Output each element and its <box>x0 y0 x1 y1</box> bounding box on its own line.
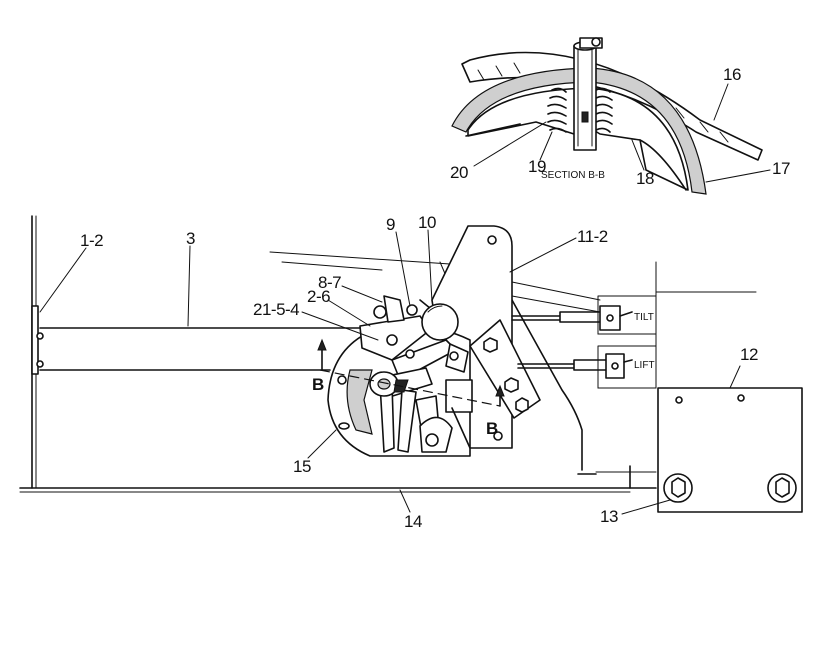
section-marker-left: B <box>312 375 324 394</box>
linkage <box>359 295 473 453</box>
tilt-tag: TILT <box>634 312 654 323</box>
callout-15: 15 <box>293 457 311 476</box>
section-cut-line: B B <box>312 338 505 438</box>
section-outer-arc <box>451 67 707 195</box>
callout-16: 16 <box>723 65 741 84</box>
callout-9: 9 <box>386 215 395 234</box>
section-title: SECTION B-B <box>541 170 605 181</box>
control-knob <box>419 299 459 341</box>
callout-2-6: 2-6 <box>307 287 330 306</box>
hydraulic-tank <box>657 387 803 513</box>
callout-11-2: 11-2 <box>577 227 608 246</box>
control-tube <box>31 305 363 375</box>
callout-21-5-4: 21-5-4 <box>253 300 299 319</box>
lift-tag: LIFT <box>634 360 655 371</box>
callout-18: 18 <box>636 169 654 188</box>
tube-mount-plate <box>31 305 39 375</box>
section-shaft <box>573 45 597 151</box>
callout-12: 12 <box>740 345 758 364</box>
section-spring-left <box>547 87 567 133</box>
control-bracket: TILT LIFT <box>597 291 757 389</box>
callout-10: 10 <box>418 213 436 232</box>
callout-19: 19 <box>528 157 546 176</box>
callouts: 1-2 3 9 10 11-2 8-7 2-6 21-5-4 12 13 14 … <box>80 65 790 531</box>
callout-13: 13 <box>600 507 618 526</box>
callout-14: 14 <box>404 512 422 531</box>
bolt-block <box>469 319 541 419</box>
section-inner-body <box>467 87 689 191</box>
section-bb-detail: SECTION B-B <box>451 37 771 195</box>
section-marker-right: B <box>486 419 498 438</box>
section-spring-right <box>595 87 613 133</box>
cowl-outline <box>269 251 657 389</box>
callout-1-2: 1-2 <box>80 231 103 250</box>
floor-frame <box>19 299 657 493</box>
callout-8-7: 8-7 <box>318 273 341 292</box>
callout-3: 3 <box>186 229 195 248</box>
callout-20: 20 <box>450 163 468 182</box>
callout-17: 17 <box>772 159 790 178</box>
control-rods <box>511 305 633 379</box>
leader-lines <box>39 229 741 515</box>
